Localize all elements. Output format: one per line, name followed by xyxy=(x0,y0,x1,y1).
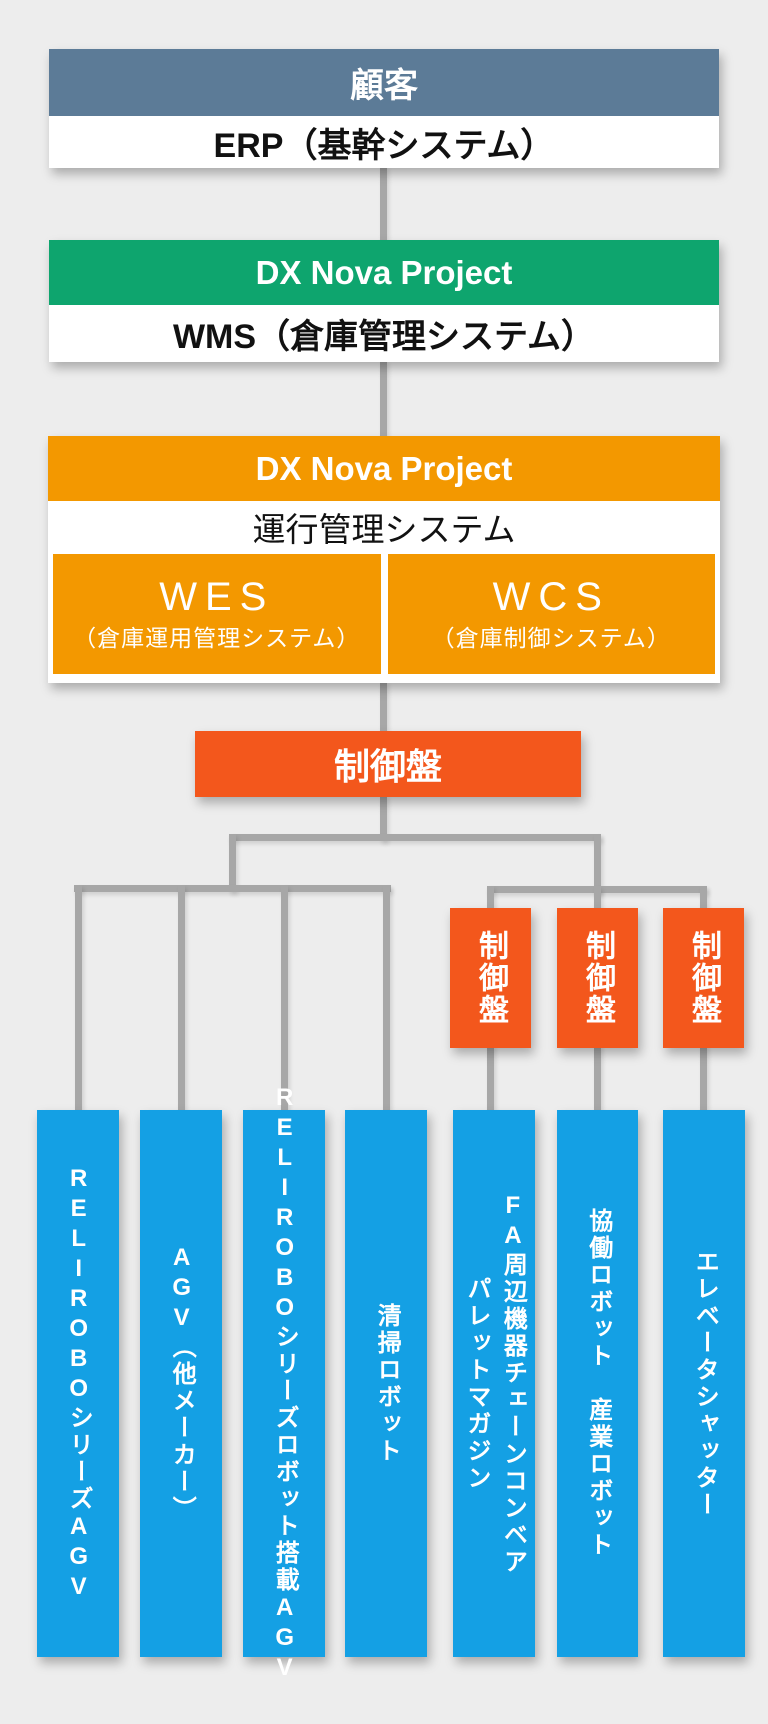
node-device-collab-industrial-robot: 協働ロボット 産業ロボット xyxy=(557,1110,638,1657)
connector-operation-panel xyxy=(380,681,387,733)
connector-panel2-device xyxy=(594,1044,601,1114)
node-operation: DX Nova Project 運行管理システム WES （倉庫運用管理システム… xyxy=(48,436,720,683)
node-device-relirobo-agv: RELIROBOシリーズAGV xyxy=(37,1110,119,1657)
wms-label: WMS（倉庫管理システム） xyxy=(172,318,596,356)
node-wcs: WCS （倉庫制御システム） xyxy=(387,554,715,674)
node-device-relirobo-robot-agv: RELIROBOシリーズロボット搭載AGV xyxy=(243,1084,325,1684)
device-label: 清掃ロボット xyxy=(373,1302,401,1465)
connector-panel-trunk xyxy=(380,795,387,841)
sub-panel-1-label: 制御盤 xyxy=(474,930,507,1026)
operation-subrow: WES （倉庫運用管理システム） WCS （倉庫制御システム） xyxy=(48,553,720,674)
node-customer: 顧客 ERP（基幹システム） xyxy=(49,49,719,168)
customer-header: 顧客 xyxy=(49,49,719,116)
device-label: エレベータシャッター xyxy=(691,1248,719,1519)
connector-customer-wms xyxy=(380,166,387,242)
connector-wms-operation xyxy=(380,360,387,438)
wcs-title: WCS xyxy=(492,575,610,620)
connector-drop-panel1 xyxy=(487,886,494,912)
sub-panel-2-label: 制御盤 xyxy=(581,930,614,1026)
node-device-agv-other: AGV（他メーカー） xyxy=(140,1110,222,1657)
wes-title: WES xyxy=(159,575,275,620)
customer-body: ERP（基幹システム） xyxy=(49,116,719,168)
sub-panel-3-label: 制御盤 xyxy=(687,930,720,1026)
node-device-cleaning-robot: 清掃ロボット xyxy=(345,1110,427,1657)
device-label-line1: FA周辺機器チェーンコンベア xyxy=(499,1191,527,1576)
node-sub-panel-2: 制御盤 xyxy=(557,908,638,1048)
node-device-elevator-shutter: エレベータシャッター xyxy=(663,1110,745,1657)
device-label: RELIROBOシリーズロボット搭載AGV xyxy=(271,1083,299,1684)
control-panel-label: 制御盤 xyxy=(333,746,442,787)
node-sub-panel-3: 制御盤 xyxy=(663,908,744,1048)
device-label: 協働ロボット 産業ロボット xyxy=(584,1208,612,1559)
connector-level1-right-drop xyxy=(594,834,601,893)
wms-body: WMS（倉庫管理システム） xyxy=(49,305,719,362)
wes-subtitle: （倉庫運用管理システム） xyxy=(73,625,361,652)
operation-header: DX Nova Project xyxy=(48,436,720,501)
erp-label: ERP（基幹システム） xyxy=(213,126,555,165)
connector-drop-cleaning xyxy=(383,885,390,1115)
operation-band: 運行管理システム xyxy=(48,501,720,553)
connector-drop-panel3 xyxy=(700,886,707,912)
customer-header-label: 顧客 xyxy=(350,67,418,105)
connector-drop-agv3 xyxy=(281,885,288,1115)
wms-header: DX Nova Project xyxy=(49,240,719,305)
node-wms: DX Nova Project WMS（倉庫管理システム） xyxy=(49,240,719,362)
connector-drop-agv1 xyxy=(75,885,82,1115)
connector-panel3-device xyxy=(700,1044,707,1114)
wms-header-label: DX Nova Project xyxy=(255,253,513,291)
operation-band-label: 運行管理システム xyxy=(252,511,516,548)
node-control-panel: 制御盤 xyxy=(195,731,581,797)
connector-panel1-device xyxy=(487,1044,494,1114)
wcs-subtitle: （倉庫制御システム） xyxy=(431,625,671,652)
node-wes: WES （倉庫運用管理システム） xyxy=(53,554,381,674)
operation-header-label: DX Nova Project xyxy=(255,449,513,487)
connector-drop-panel2 xyxy=(594,886,601,912)
connector-level1-horizontal xyxy=(229,834,601,841)
connector-level1-left-drop xyxy=(229,834,236,892)
connector-drop-agv2 xyxy=(178,885,185,1115)
node-device-fa-conveyor: FA周辺機器チェーンコンベア パレットマガジン xyxy=(453,1110,535,1657)
device-label: RELIROBOシリーズAGV xyxy=(65,1164,93,1603)
device-label: AGV（他メーカー） xyxy=(168,1244,196,1523)
node-sub-panel-1: 制御盤 xyxy=(450,908,531,1048)
device-label-line2: パレットマガジン xyxy=(463,1275,490,1492)
connector-left-bus xyxy=(74,885,391,892)
